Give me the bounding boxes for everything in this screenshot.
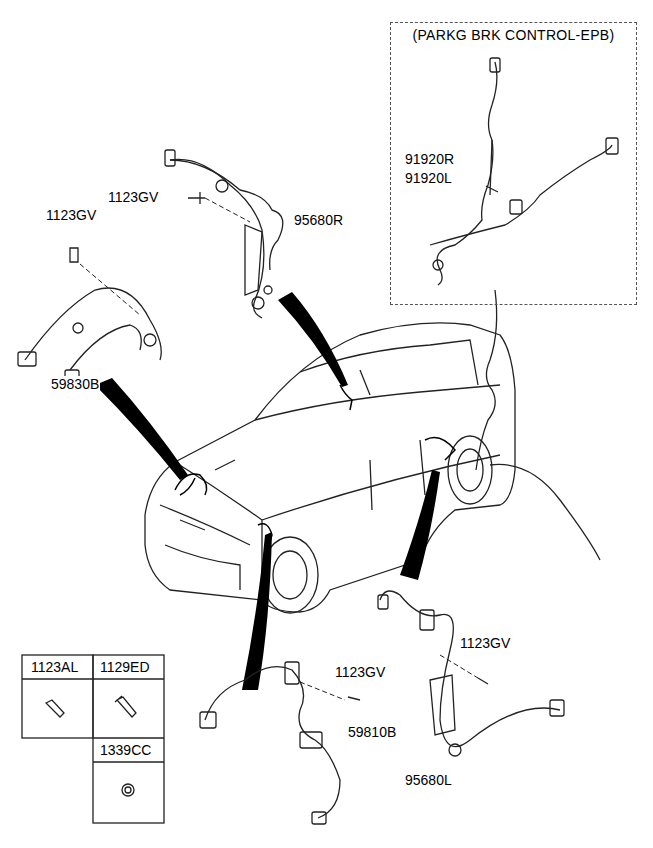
part-number: 1123GV [107,189,159,205]
wheel-speed-sensor [378,591,564,756]
part-number: 59830B [50,376,100,392]
part-number: 1123GV [334,664,386,680]
wiring-on-car [175,385,455,548]
part-number: 1123AL [30,659,79,675]
part-number: 1123GV [459,635,511,651]
part-number: 95680R [293,212,344,228]
parts-table [22,655,164,823]
part-number: 91920L [404,170,453,186]
part-number: 95680L [404,772,453,788]
epb-cable [430,58,618,285]
part-number: 1123GV [45,207,97,223]
part-number: 59810B [347,724,397,740]
epb-cable [476,290,600,560]
region-heading: (PARKG BRK CONTROL-EPB) [391,23,636,43]
part-number: 91920R [404,151,455,167]
wheel-speed-sensor [200,662,360,824]
wheel-speed-sensor [165,150,283,318]
part-number: 1339CC [99,742,152,758]
location-pointer [95,292,440,690]
part-number: 1129ED [99,659,151,675]
wheel-speed-sensor [18,248,161,382]
